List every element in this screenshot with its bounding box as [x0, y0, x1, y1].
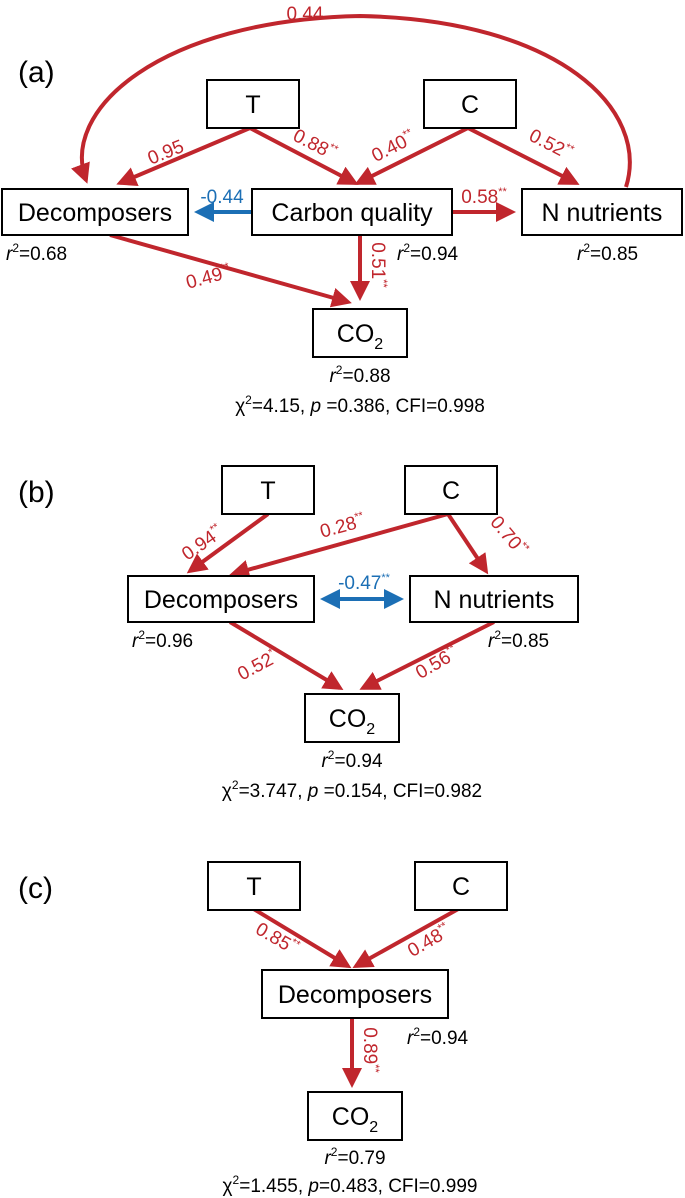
- path-arrow-b-decomposers-co2: [228, 620, 344, 691]
- panel-label-a: (a): [18, 56, 55, 89]
- svg-text:T: T: [246, 873, 261, 901]
- svg-text:Decomposers: Decomposers: [144, 586, 298, 614]
- node-c-decomposers: Decomposers: [261, 969, 449, 1019]
- path-arrow-c-decomposers: [71, 13, 632, 188]
- svg-text:T: T: [245, 91, 260, 119]
- svg-text:T: T: [260, 477, 275, 505]
- fit-stats-a: χ2=4.15, p =0.386, CFI=0.998: [235, 393, 485, 417]
- node-a-n-nutrients: N nutrients: [521, 188, 683, 236]
- r2-a-n-nutrients: r2=0.85: [577, 241, 638, 265]
- svg-text:CO2: CO2: [337, 320, 384, 353]
- path-arrow-c-carbon: [354, 126, 469, 185]
- path-arrow-b-t-decomposers: [186, 512, 270, 574]
- r2-c-co2: r2=0.79: [324, 1145, 385, 1169]
- node-c-c: C: [414, 861, 508, 911]
- r2-b-decomposers: r2=0.96: [132, 628, 193, 652]
- path-arrow-c-c-decomposers: [352, 906, 461, 968]
- fit-stats-c: χ2=1.455, p=0.483, CFI=0.999: [223, 1173, 478, 1197]
- r2-b-co2: r2=0.94: [321, 748, 383, 772]
- node-a-decomposers: Decomposers: [1, 188, 189, 236]
- r2-a-decomposers: r2=0.68: [6, 241, 67, 265]
- path-arrow-decomposers-co2: [109, 233, 352, 308]
- panel-c: (c) 0.85** 0.48** 0.89** T C Decomposers…: [18, 861, 508, 1197]
- path-arrow-b-c-nutrients: [446, 512, 489, 575]
- svg-text:C: C: [452, 873, 470, 901]
- panel-label-c: (c): [18, 872, 53, 905]
- coef-a-carbon-decomposers: -0.44: [200, 187, 244, 208]
- path-arrow-b-nutrients-co2: [359, 620, 495, 690]
- coef-b-decomposers-nutrients: -0.47**: [338, 572, 391, 594]
- svg-text:CO2: CO2: [329, 705, 376, 738]
- node-c-co2: CO2: [307, 1091, 403, 1141]
- panel-label-b: (b): [18, 476, 55, 509]
- panel-b: (b) 0.94** 0.28** 0.70** -0.47** 0.52** …: [18, 465, 579, 802]
- coef-a-carbon-nutrients: 0.58**: [461, 186, 507, 208]
- node-b-n-nutrients: N nutrients: [409, 575, 579, 623]
- node-a-c: C: [423, 79, 517, 129]
- r2-a-co2: r2=0.88: [329, 363, 390, 387]
- coef-a-decomposers-co2: 0.49**: [184, 260, 234, 293]
- r2-b-n-nutrients: r2=0.85: [488, 628, 549, 652]
- node-a-t: T: [206, 79, 300, 129]
- path-arrow-c-nutrients: [467, 126, 580, 185]
- path-arrow-t-decomposers: [116, 126, 251, 186]
- node-a-co2: CO2: [312, 308, 408, 358]
- svg-text:Carbon quality: Carbon quality: [271, 199, 433, 227]
- node-b-decomposers: Decomposers: [127, 575, 315, 623]
- coef-a-c-decomposers: 0.44: [287, 4, 324, 25]
- panel-a: (a) 0.44 0.95 0.88** 0.40** 0.52** -0.44…: [1, 4, 683, 417]
- coef-b-c-nutrients: 0.70**: [486, 512, 533, 562]
- coef-a-c-carbon: 0.40**: [368, 126, 419, 167]
- svg-text:C: C: [461, 91, 479, 119]
- fit-stats-b: χ2=3.747, p =0.154, CFI=0.982: [222, 778, 482, 802]
- coef-a-t-carbon: 0.88**: [289, 125, 340, 166]
- svg-text:Decomposers: Decomposers: [278, 981, 432, 1009]
- svg-text:N nutrients: N nutrients: [542, 199, 663, 227]
- path-arrow-c-t-decomposers: [250, 906, 352, 969]
- r2-c-decomposers: r2=0.94: [407, 1025, 469, 1049]
- svg-text:C: C: [442, 477, 460, 505]
- node-b-co2: CO2: [304, 693, 400, 743]
- path-arrow-b-c-decomposers: [229, 512, 449, 580]
- node-b-c: C: [404, 465, 498, 515]
- node-a-carbon-quality: Carbon quality: [251, 188, 453, 236]
- node-b-t: T: [221, 465, 315, 515]
- coef-a-carbon-co2: 0.51**: [367, 242, 389, 288]
- svg-text:CO2: CO2: [332, 1103, 379, 1136]
- r2-a-carbon-quality: r2=0.94: [397, 241, 459, 265]
- coef-b-t-decomposers: 0.94**: [178, 521, 229, 566]
- svg-text:N nutrients: N nutrients: [434, 586, 555, 614]
- node-c-t: T: [207, 861, 301, 911]
- coef-b-nutrients-co2: 0.56**: [412, 642, 463, 684]
- path-arrow-t-carbon: [249, 126, 359, 185]
- coef-c-decomposers-co2: 0.89**: [359, 1027, 381, 1073]
- svg-text:Decomposers: Decomposers: [18, 199, 172, 227]
